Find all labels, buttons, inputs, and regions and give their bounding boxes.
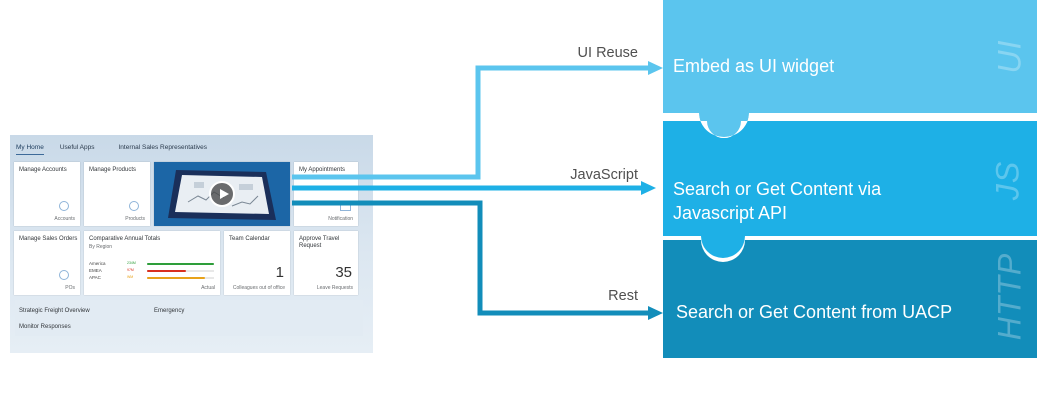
products-icon bbox=[129, 201, 139, 211]
tile-footer: Accounts bbox=[54, 216, 75, 222]
tile-approve-travel-request[interactable]: Approve Travel Request 35 Leave Requests bbox=[294, 231, 358, 295]
tile-number: 35 bbox=[335, 264, 352, 281]
link-emergency[interactable]: Emergency bbox=[154, 308, 185, 314]
accounts-icon bbox=[59, 201, 69, 211]
tile-title: Approve Travel Request bbox=[299, 236, 340, 249]
tile-title: Team Calendar bbox=[229, 236, 270, 242]
tile-footer: Products bbox=[125, 216, 145, 222]
link-monitor-responses[interactable]: Monitor Responses bbox=[19, 324, 71, 330]
tile-comparative-annual-totals[interactable]: Comparative Annual Totals By Region Amer… bbox=[84, 231, 220, 295]
ui-block bbox=[663, 0, 1037, 137]
tile-footer: Actual bbox=[201, 285, 215, 291]
region-bar bbox=[147, 277, 205, 279]
javascript-label: JavaScript bbox=[570, 167, 638, 183]
launchpad-link-strip: Strategic Freight Overview Emergency Mon… bbox=[15, 300, 363, 336]
purchase-orders-icon bbox=[59, 270, 69, 280]
tile-footer: Leave Requests bbox=[316, 285, 353, 291]
play-icon[interactable] bbox=[209, 181, 235, 207]
tab-internal-sales[interactable]: Internal Sales Representatives bbox=[118, 144, 208, 151]
tile-manage-accounts[interactable]: Manage Accounts Accounts bbox=[14, 162, 80, 226]
tile-manage-sales-orders[interactable]: Manage Sales Orders POs bbox=[14, 231, 80, 295]
video-tile[interactable] bbox=[154, 162, 290, 226]
region-label: APAC bbox=[89, 275, 101, 280]
tile-number: 1 bbox=[275, 264, 284, 281]
tile-subtitle: By Region bbox=[89, 244, 113, 250]
tile-title: Manage Sales Orders bbox=[19, 236, 78, 242]
region-value: 97M bbox=[127, 268, 134, 272]
tile-title: Manage Accounts bbox=[19, 167, 67, 173]
js-watermark: JS bbox=[989, 160, 1026, 201]
ui-reuse-arrowhead bbox=[648, 61, 663, 75]
tile-footer: Notification bbox=[328, 216, 353, 222]
fiori-launchpad-thumbnail: My Home Useful Apps Internal Sales Repre… bbox=[10, 135, 373, 353]
http-block bbox=[663, 238, 1037, 358]
tile-footer: POs bbox=[65, 285, 75, 291]
tile-manage-products[interactable]: Manage Products Products bbox=[84, 162, 150, 226]
rest-arrow bbox=[292, 200, 650, 316]
rest-label: Rest bbox=[608, 288, 638, 304]
tab-useful-apps[interactable]: Useful Apps bbox=[59, 144, 95, 151]
launchpad-tabs: My Home Useful Apps Internal Sales Repre… bbox=[16, 141, 207, 155]
tile-my-appointments[interactable]: My Appointments Notification bbox=[294, 162, 358, 226]
region-bar-row: APAC WM bbox=[89, 275, 219, 281]
http-watermark: HTTP bbox=[991, 252, 1028, 341]
js-block bbox=[663, 121, 1037, 260]
link-strategic-freight[interactable]: Strategic Freight Overview bbox=[19, 308, 90, 314]
tab-my-home[interactable]: My Home bbox=[16, 141, 44, 155]
tile-title: My Appointments bbox=[299, 167, 346, 173]
tile-title: Manage Products bbox=[89, 167, 137, 173]
region-bar-row: EMEA 97M bbox=[89, 268, 219, 274]
rest-arrowhead bbox=[648, 306, 663, 320]
ui-reuse-arrow bbox=[292, 65, 650, 180]
region-bar-row: America 234M bbox=[89, 261, 219, 267]
js-block-text-line2: Javascript API bbox=[673, 203, 788, 223]
region-label: America bbox=[89, 261, 106, 266]
tile-footer: Colleagues out of office bbox=[232, 285, 285, 291]
region-value: WM bbox=[127, 275, 134, 279]
ui-reuse-label: UI Reuse bbox=[577, 45, 638, 61]
tile-team-calendar[interactable]: Team Calendar 1 Colleagues out of office bbox=[224, 231, 290, 295]
region-value: 234M bbox=[127, 261, 136, 265]
ui-watermark: UI bbox=[991, 39, 1028, 74]
ui-block-text: Embed as UI widget bbox=[673, 56, 835, 76]
region-bar bbox=[147, 270, 186, 272]
http-block-text: Search or Get Content from UACP bbox=[676, 302, 953, 322]
region-bar bbox=[147, 263, 214, 265]
tile-title: Comparative Annual Totals bbox=[89, 236, 161, 242]
js-block-text-line1: Search or Get Content via bbox=[673, 179, 882, 199]
region-label: EMEA bbox=[89, 268, 102, 273]
javascript-arrowhead bbox=[641, 181, 656, 195]
